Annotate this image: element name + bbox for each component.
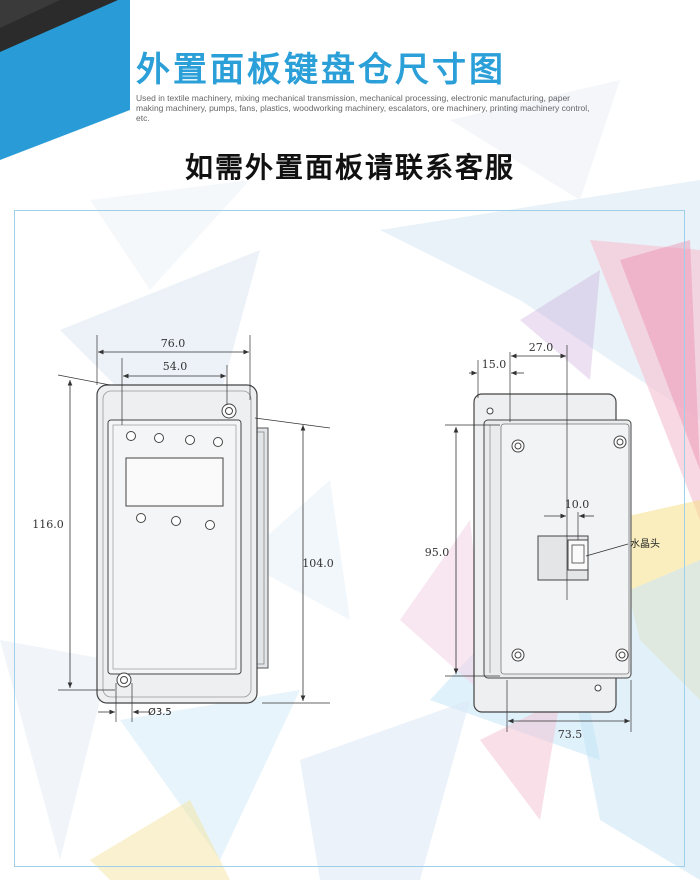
dim-width: 73.5 (558, 728, 583, 741)
rear-mount-holes (486, 407, 629, 692)
dim-height: 95.0 (425, 546, 450, 559)
dim-outer-width: 76.0 (161, 337, 186, 350)
screw-hole-top (221, 403, 237, 419)
dim-top-small: 15.0 (482, 358, 507, 371)
dim-inner-width: 54.0 (163, 360, 188, 373)
dim-top-large: 27.0 (529, 341, 554, 354)
dim-connector: 10.0 (565, 498, 590, 511)
front-view: 76.0 54.0 116.0 104.0 Ø3.5 (32, 335, 334, 722)
page-title: 外置面板键盘仓尺寸图 (136, 50, 506, 90)
display-window (125, 457, 224, 507)
key-holes (136, 513, 215, 530)
connector-label: 水晶头 (630, 538, 660, 550)
page-subtitle: Used in textile machinery, mixing mechan… (136, 93, 590, 123)
contact-notice: 如需外置面板请联系客服 (184, 151, 515, 184)
led-indicators (126, 431, 223, 447)
dim-outer-height: 116.0 (32, 518, 64, 531)
dim-inner-height: 104.0 (302, 557, 334, 570)
dim-hole-diameter: Ø3.5 (148, 706, 172, 718)
rear-view: 15.0 27.0 10.0 水晶头 95.0 73.5 (425, 341, 660, 741)
drawing-frame (14, 210, 685, 867)
screw-hole-bottom (116, 672, 132, 688)
